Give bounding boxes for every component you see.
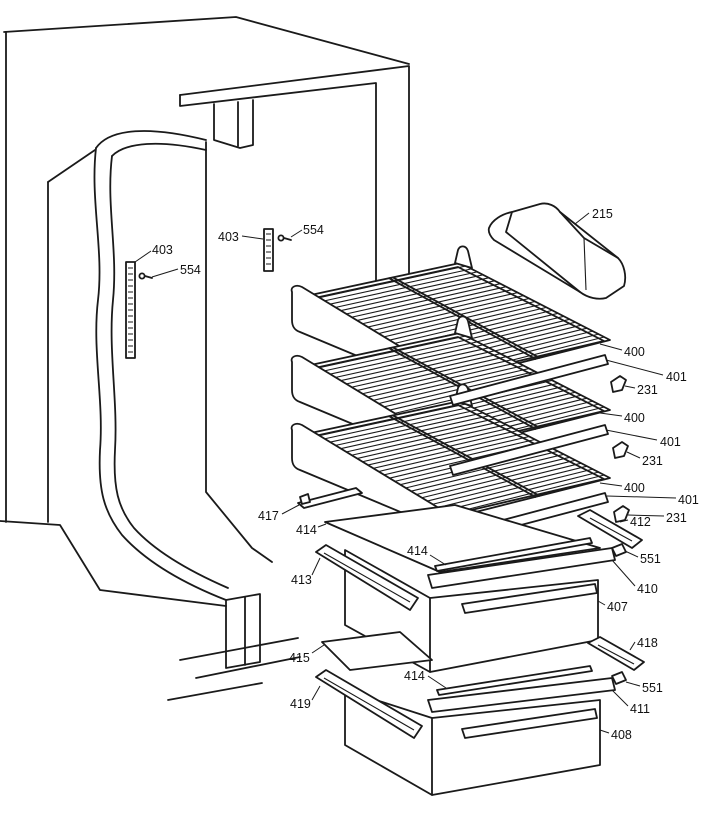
callout-403-left: 403 bbox=[152, 243, 173, 257]
shelf-clip-2 bbox=[612, 441, 629, 459]
callout-408: 408 bbox=[611, 728, 632, 742]
callout-413: 413 bbox=[291, 573, 312, 587]
callout-554-right: 554 bbox=[303, 223, 324, 237]
rail-418 bbox=[587, 636, 645, 671]
callout-414-cover: 414 bbox=[296, 523, 317, 537]
crisper-frame-411 bbox=[427, 677, 616, 713]
callout-418: 418 bbox=[637, 636, 658, 650]
crisper-glass-lower bbox=[436, 665, 593, 696]
shelf-clip-1 bbox=[610, 375, 627, 393]
callout-412: 412 bbox=[630, 515, 651, 529]
screw-left bbox=[138, 272, 153, 280]
shelf-trim-1 bbox=[449, 354, 609, 406]
drawer-408 bbox=[344, 689, 601, 796]
callout-400-shelf-3: 400 bbox=[624, 481, 645, 495]
rail-413 bbox=[315, 544, 419, 611]
callout-419: 419 bbox=[290, 697, 311, 711]
door-bin bbox=[487, 202, 627, 300]
callout-401-trim-3: 401 bbox=[678, 493, 699, 507]
callout-554-left: 554 bbox=[180, 263, 201, 277]
callout-labels: 215 403 554 403 554 400 401 231 400 401 … bbox=[152, 207, 699, 742]
screw-right bbox=[277, 234, 292, 242]
callout-551-upper: 551 bbox=[640, 552, 661, 566]
callout-215: 215 bbox=[592, 207, 613, 221]
callout-414-upper: 414 bbox=[407, 544, 428, 558]
callout-410: 410 bbox=[637, 582, 658, 596]
shelf-clip-3 bbox=[613, 505, 630, 523]
rail-417 bbox=[297, 487, 363, 509]
rail-412 bbox=[577, 509, 643, 549]
cover-415 bbox=[321, 631, 433, 671]
callout-231-clip-3: 231 bbox=[666, 511, 687, 525]
callout-400-shelf-1: 400 bbox=[624, 345, 645, 359]
clip-551-lower bbox=[611, 671, 627, 685]
callout-407: 407 bbox=[607, 600, 628, 614]
crisper-cover-upper bbox=[324, 504, 601, 573]
crisper-frame-410 bbox=[427, 547, 616, 589]
rail-419 bbox=[315, 669, 423, 739]
callout-415: 415 bbox=[289, 651, 310, 665]
callout-401-trim-1: 401 bbox=[666, 370, 687, 384]
callout-403-right: 403 bbox=[218, 230, 239, 244]
callout-401-trim-2: 401 bbox=[660, 435, 681, 449]
shelf-trim-2 bbox=[449, 424, 609, 476]
callout-400-shelf-2: 400 bbox=[624, 411, 645, 425]
callout-551-lower: 551 bbox=[642, 681, 663, 695]
leader-lines bbox=[134, 212, 677, 734]
shelf-ladder-right bbox=[263, 228, 274, 272]
cabinet bbox=[0, 16, 410, 701]
callout-414-lower: 414 bbox=[404, 669, 425, 683]
callout-231-clip-2: 231 bbox=[642, 454, 663, 468]
callout-417: 417 bbox=[258, 509, 279, 523]
callout-231-clip-1: 231 bbox=[637, 383, 658, 397]
crisper-glass-upper bbox=[434, 537, 593, 572]
shelf-ladder-left bbox=[125, 261, 136, 359]
callout-411: 411 bbox=[630, 702, 650, 716]
